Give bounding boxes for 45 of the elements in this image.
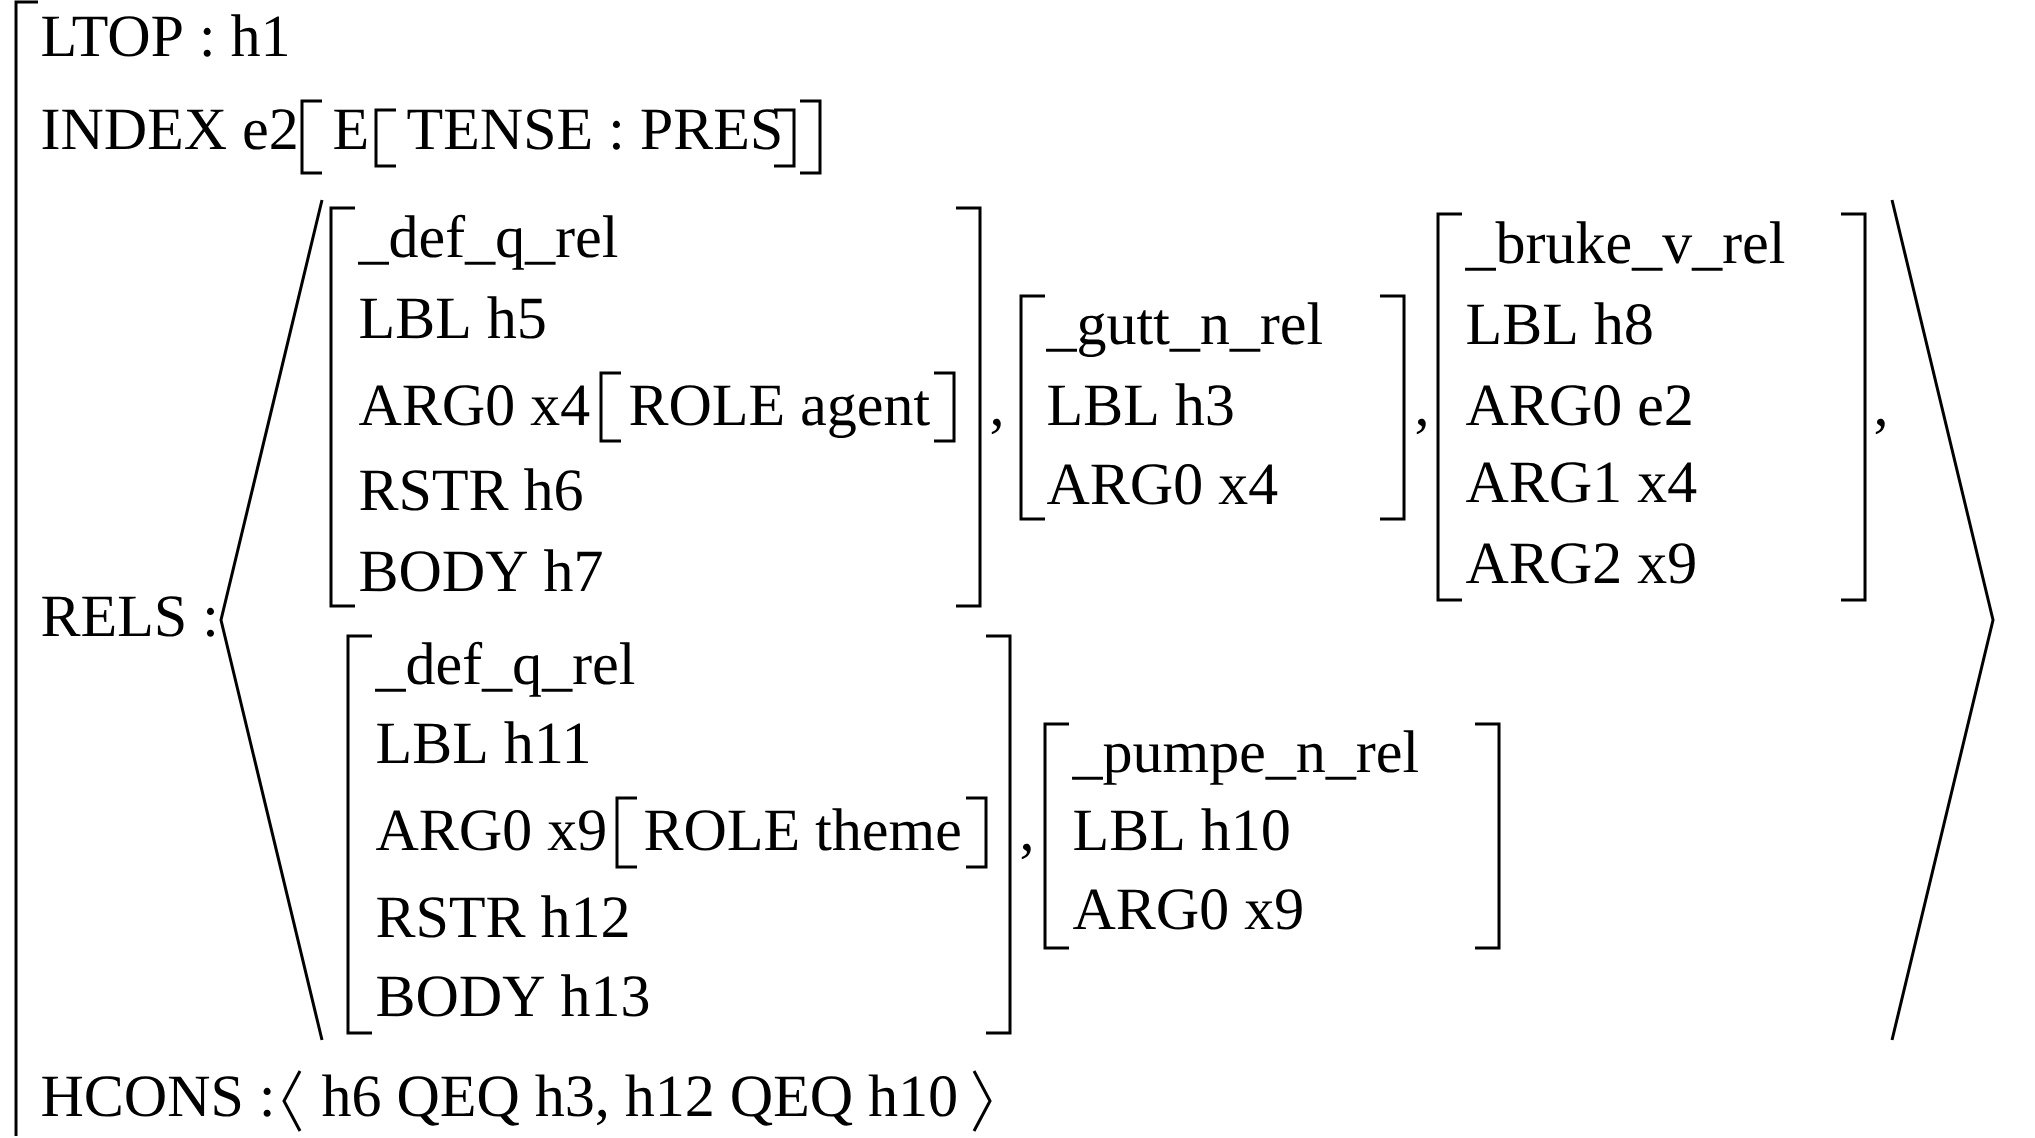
feature-structure <box>14 0 296 1136</box>
list-separator: , <box>1021 843 1031 860</box>
feature-text: h6 QEQ h3, h12 QEQ h10 <box>322 1074 956 1126</box>
feature-text: LBL h8 <box>1467 302 1652 345</box>
attribute-value-matrix <box>1019 294 1406 521</box>
feature-text: ARG0 e2 <box>1466 385 1691 426</box>
feature-text: _bruke_v_rel <box>1465 221 1785 271</box>
feature-text: ROLE agent <box>630 385 930 438</box>
attribute-value-matrix <box>615 796 988 869</box>
feature-text: LBL h5 <box>360 296 545 339</box>
attribute-value-matrix <box>1436 212 1867 602</box>
angle-bracket-list <box>219 199 1995 1041</box>
attribute-value-matrix <box>346 634 1012 1035</box>
attribute-value-matrix <box>329 206 982 608</box>
angle-bracket-list <box>282 1070 992 1132</box>
feature-text: _pumpe_n_rel <box>1072 730 1418 785</box>
attribute-value-matrix <box>374 108 796 168</box>
feature-text: LBL h3 <box>1048 383 1233 426</box>
list-separator: , <box>1416 418 1426 435</box>
feature-text: ROLE theme <box>645 808 960 851</box>
feature-text: LBL h11 <box>377 721 588 764</box>
feature-text: ARG2 x9 <box>1466 543 1695 584</box>
feature-text: ARG1 x4 <box>1466 462 1697 503</box>
feature-text: _def_q_rel <box>375 641 635 697</box>
attribute-value-matrix <box>1043 722 1501 950</box>
feature-text: RSTR h12 <box>377 895 628 938</box>
feature-text: ARG0 x9 <box>1073 889 1302 930</box>
feature-text: ARG0 x4 <box>359 385 590 426</box>
attribute-value-matrix <box>599 371 956 443</box>
feature-text: RSTR h6 <box>360 468 582 511</box>
feature-text: LTOP : h1 <box>42 14 287 57</box>
feature-text: E <box>334 109 367 149</box>
feature-text: TENSE : PRES <box>407 109 780 150</box>
feature-text: ARG0 x9 <box>376 810 605 851</box>
feature-text: _def_q_rel <box>358 214 618 270</box>
attribute-value-matrix <box>300 99 822 175</box>
feature-text: ARG0 x4 <box>1047 464 1278 505</box>
feature-text: INDEX e2 <box>42 109 296 150</box>
list-separator: , <box>991 418 1001 435</box>
feature-text: _gutt_n_rel <box>1046 302 1322 357</box>
feature-text: HCONS : <box>42 1076 271 1117</box>
feature-text: LBL h10 <box>1074 808 1289 851</box>
feature-text: BODY h13 <box>377 974 649 1017</box>
feature-text: BODY h7 <box>360 549 602 592</box>
feature-text: RELS : <box>42 596 214 637</box>
